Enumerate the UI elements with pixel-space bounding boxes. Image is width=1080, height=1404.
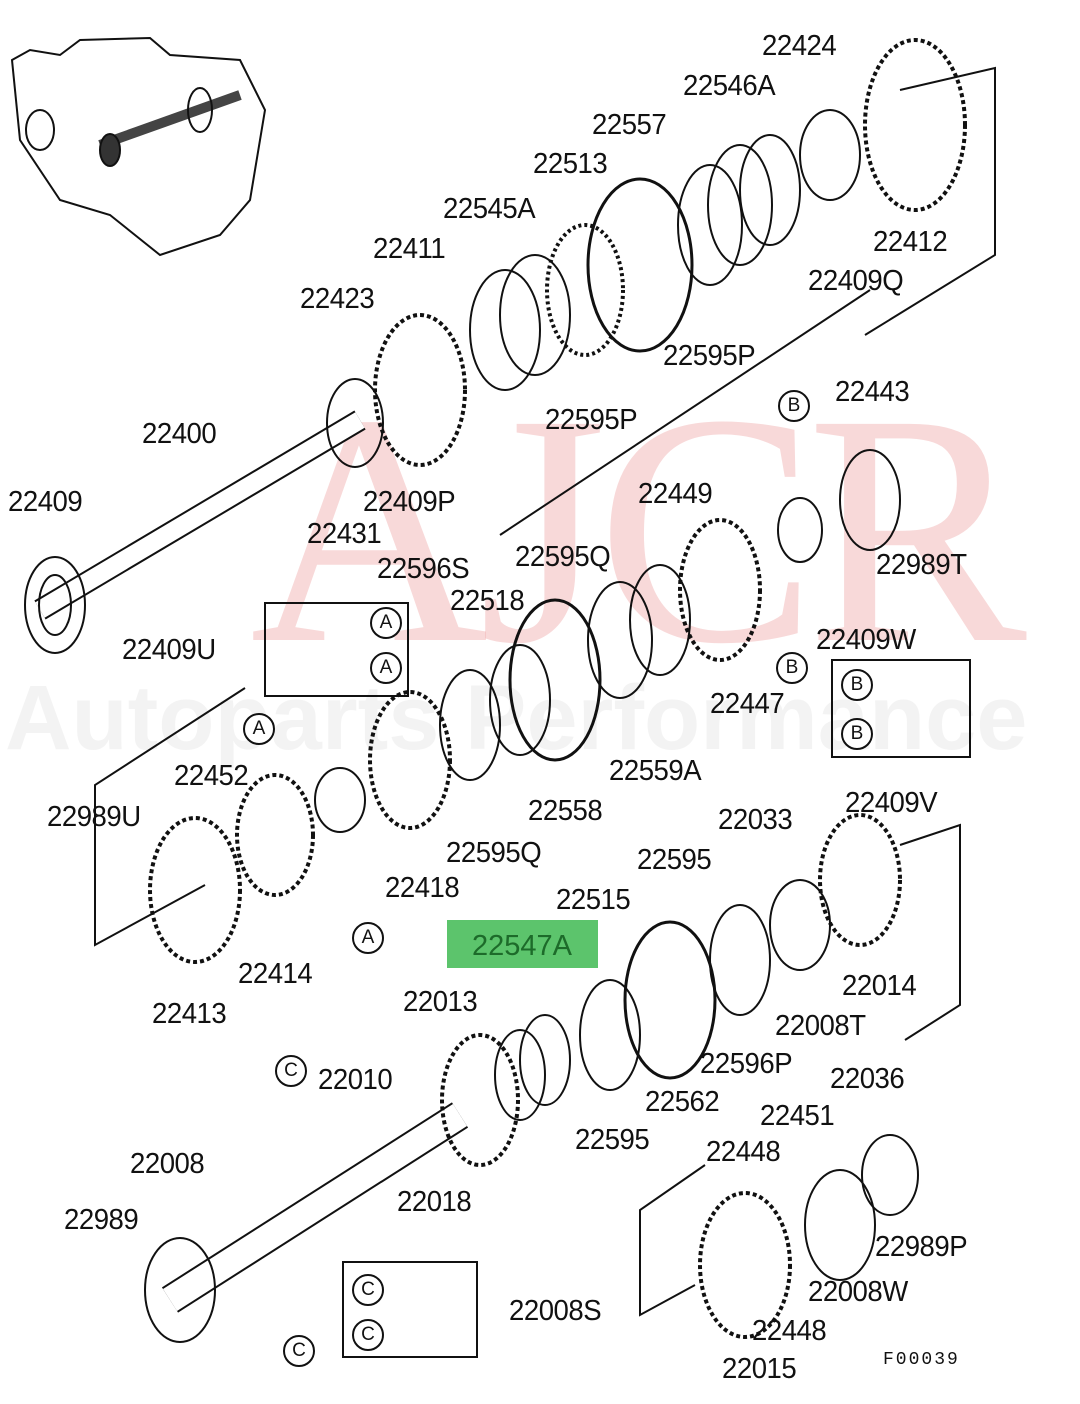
part-label[interactable]: 22595 (637, 844, 712, 876)
part-label[interactable]: 22414 (238, 958, 313, 990)
part-label[interactable]: 22595P (663, 340, 756, 372)
part-label[interactable]: 22515 (556, 884, 631, 916)
part-label[interactable]: 22018 (397, 1186, 472, 1218)
part-label[interactable]: 22595 (575, 1124, 650, 1156)
part-label[interactable]: 22409 (8, 486, 83, 518)
part-label[interactable]: 22451 (760, 1100, 835, 1132)
part-label[interactable]: 22448 (752, 1315, 827, 1347)
part-label[interactable]: 22431 (307, 518, 382, 550)
part-label[interactable]: 22015 (722, 1353, 797, 1385)
part-label[interactable]: 22008T (775, 1010, 866, 1042)
part-label[interactable]: 22409U (122, 634, 216, 666)
part-label[interactable]: 22559A (609, 755, 702, 787)
part-label[interactable]: 22989U (47, 801, 141, 833)
part-label[interactable]: 22447 (710, 688, 785, 720)
marker-c: C (352, 1274, 384, 1306)
part-label[interactable]: 22409P (363, 486, 456, 518)
part-label[interactable]: 22418 (385, 872, 460, 904)
input-shaft-assembly (24, 38, 996, 654)
middle-gear-assembly (94, 449, 971, 964)
part-label[interactable]: 22989 (64, 1204, 139, 1236)
marker-c: C (283, 1335, 315, 1367)
part-label[interactable]: 22008S (509, 1295, 602, 1327)
part-label[interactable]: 22413 (152, 998, 227, 1030)
part-label[interactable]: 22411 (373, 233, 446, 265)
part-label[interactable]: 22452 (174, 760, 249, 792)
transmission-housing-thumbnail (10, 36, 267, 257)
part-label[interactable]: 22409V (845, 787, 938, 819)
part-label[interactable]: 22010 (318, 1064, 393, 1096)
part-label[interactable]: 22513 (533, 148, 608, 180)
part-label[interactable]: 22558 (528, 795, 603, 827)
part-label[interactable]: 22989T (876, 549, 967, 581)
marker-c: C (352, 1319, 384, 1351)
marker-b: B (841, 718, 873, 750)
part-label[interactable]: 22400 (142, 418, 217, 450)
part-label[interactable]: 22545A (443, 193, 536, 225)
part-label[interactable]: 22008W (808, 1276, 908, 1308)
marker-c: C (275, 1055, 307, 1087)
highlighted-part-22547A[interactable]: 22547A (447, 920, 598, 968)
part-label[interactable]: 22013 (403, 986, 478, 1018)
part-label[interactable]: 22557 (592, 109, 667, 141)
output-shaft-assembly (144, 813, 961, 1358)
marker-a: A (370, 652, 402, 684)
part-label[interactable]: 22518 (450, 585, 525, 617)
part-label[interactable]: 22546A (683, 70, 776, 102)
part-label[interactable]: 22595Q (446, 837, 542, 869)
part-label[interactable]: 22449 (638, 478, 713, 510)
part-label[interactable]: 22596P (700, 1048, 793, 1080)
part-label[interactable]: 22412 (873, 226, 948, 258)
part-label[interactable]: 22443 (835, 376, 910, 408)
marker-a: A (370, 607, 402, 639)
highlighted-part-label: 22547A (472, 930, 572, 962)
marker-b: B (841, 669, 873, 701)
part-label[interactable]: 22989P (875, 1231, 968, 1263)
part-label[interactable]: 22409Q (808, 265, 904, 297)
part-label[interactable]: 22448 (706, 1136, 781, 1168)
part-label[interactable]: 22595P (545, 404, 638, 436)
part-label[interactable]: 22596S (377, 553, 470, 585)
marker-a: A (352, 922, 384, 954)
part-label[interactable]: 22033 (718, 804, 793, 836)
part-label[interactable]: 22424 (762, 30, 837, 62)
part-label[interactable]: 22595Q (515, 541, 611, 573)
part-label[interactable]: 22409W (816, 624, 916, 656)
figure-code: F00039 (883, 1350, 960, 1370)
part-label[interactable]: 22036 (830, 1063, 905, 1095)
part-label[interactable]: 22008 (130, 1148, 205, 1180)
part-label[interactable]: 22014 (842, 970, 917, 1002)
marker-a: A (243, 713, 275, 745)
marker-b: B (776, 652, 808, 684)
part-label[interactable]: 22562 (645, 1086, 720, 1118)
part-label[interactable]: 22423 (300, 283, 375, 315)
marker-b: B (778, 390, 810, 422)
